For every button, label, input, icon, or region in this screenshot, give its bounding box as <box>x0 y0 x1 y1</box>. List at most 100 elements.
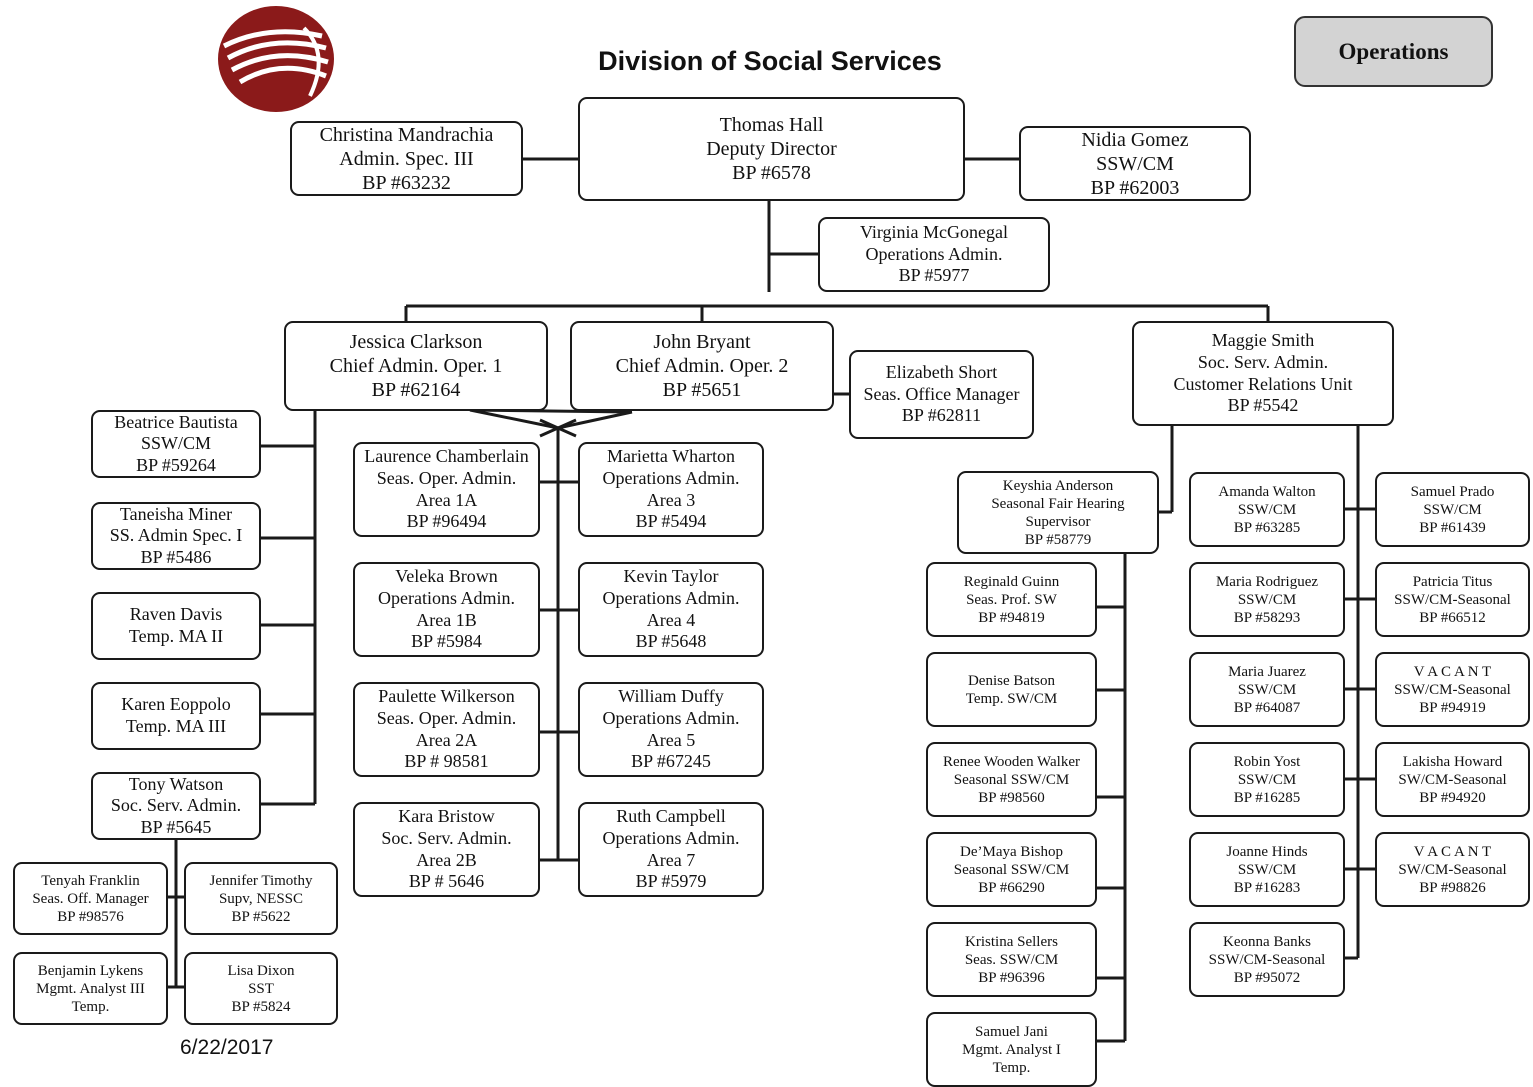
node-detail: Mgmt. Analyst I <box>962 1041 1061 1058</box>
page-title: Division of Social Services <box>598 46 942 76</box>
node-detail: BP # 5646 <box>408 871 485 892</box>
division-logo <box>218 6 334 112</box>
node-name: Patricia Titus <box>1412 573 1493 590</box>
node-detail: Seas. Office Manager <box>863 383 1020 404</box>
node-detail: Area 1A <box>415 489 478 510</box>
node-detail: Supervisor <box>1025 513 1091 530</box>
node-name: Keyshia Anderson <box>1002 477 1114 494</box>
node-detail: BP #96494 <box>406 511 487 532</box>
node-name: Jessica Clarkson <box>349 331 483 353</box>
node-detail: Operations Admin. <box>602 467 740 488</box>
node-detail: BP #5651 <box>662 379 742 401</box>
node-detail: BP #5645 <box>140 816 212 837</box>
node-detail: SSW/CM <box>1237 591 1297 608</box>
node-detail: Temp. <box>992 1059 1031 1076</box>
node-name: Samuel Prado <box>1410 483 1495 500</box>
node-detail: Area 1B <box>416 609 477 630</box>
node-name: Keonna Banks <box>1223 933 1311 950</box>
node-name: Robin Yost <box>1233 753 1301 770</box>
node-detail: Temp. <box>71 998 110 1015</box>
node-name: Virginia McGonegal <box>859 222 1009 243</box>
node-name: Paulette Wilkerson <box>378 686 515 707</box>
node-name: Maria Rodriguez <box>1215 573 1319 590</box>
node-name: Renee Wooden Walker <box>943 753 1080 770</box>
node-name: Laurence Chamberlain <box>364 446 529 467</box>
node-detail: SSW/CM <box>1237 681 1297 698</box>
node-detail: BP #62003 <box>1090 176 1180 199</box>
node-detail: Area 5 <box>646 729 696 750</box>
node-detail: BP #5977 <box>898 265 970 286</box>
node-detail: BP #58293 <box>1233 609 1301 626</box>
node-detail: Area 3 <box>646 489 696 510</box>
node-detail: BP #66512 <box>1419 609 1486 626</box>
node-name: V A C A N T <box>1413 663 1492 680</box>
node-name: Christina Mandrachia <box>319 123 494 146</box>
node-detail: Area 2A <box>415 729 478 750</box>
node-detail: BP #6578 <box>732 162 811 184</box>
node-detail: Soc. Serv. Admin. <box>381 827 512 848</box>
node-detail: BP #5979 <box>635 871 707 892</box>
node-name: Lisa Dixon <box>227 962 295 979</box>
node-detail: Seasonal Fair Hearing <box>991 495 1125 512</box>
node-detail: Chief Admin. Oper. 2 <box>615 355 789 377</box>
node-detail: BP #98576 <box>57 908 124 925</box>
node-detail: SSW/CM <box>140 433 212 454</box>
operations-tag: Operations <box>1294 16 1493 87</box>
node-name: Kristina Sellers <box>965 933 1058 950</box>
node-name: John Bryant <box>653 331 751 353</box>
node-name: Elizabeth Short <box>885 362 998 383</box>
node-name: Lakisha Howard <box>1402 753 1503 770</box>
node-name: V A C A N T <box>1413 843 1492 860</box>
node-name: Maggie Smith <box>1211 330 1315 351</box>
node-detail: Admin. Spec. III <box>339 147 474 170</box>
node-detail: Operations Admin. <box>602 707 740 728</box>
node-detail: BP #5622 <box>231 908 291 925</box>
node-detail: Operations Admin. <box>602 587 740 608</box>
node-detail: Seas. SSW/CM <box>964 951 1059 968</box>
node-detail: BP #66290 <box>978 879 1045 896</box>
node-detail: BP #98826 <box>1419 879 1486 896</box>
node-detail: SW/CM-Seasonal <box>1398 861 1507 878</box>
node-detail: BP #5648 <box>635 631 707 652</box>
node-name: Benjamin Lykens <box>37 962 144 979</box>
node-detail: BP #67245 <box>631 751 711 772</box>
node-detail: Area 2B <box>416 849 477 870</box>
node-name: Tenyah Franklin <box>41 872 140 889</box>
node-detail: SSW/CM <box>1237 501 1297 518</box>
node-detail: SW/CM-Seasonal <box>1398 771 1507 788</box>
node-detail: BP #96396 <box>978 969 1045 986</box>
node-name: Tony Watson <box>128 773 224 794</box>
node-detail: BP #5542 <box>1227 395 1299 416</box>
chart-date: 6/22/2017 <box>180 1036 274 1059</box>
node-detail: BP #63232 <box>362 171 451 194</box>
node-detail: BP #94919 <box>1419 699 1486 716</box>
node-name: Amanda Walton <box>1218 483 1316 500</box>
